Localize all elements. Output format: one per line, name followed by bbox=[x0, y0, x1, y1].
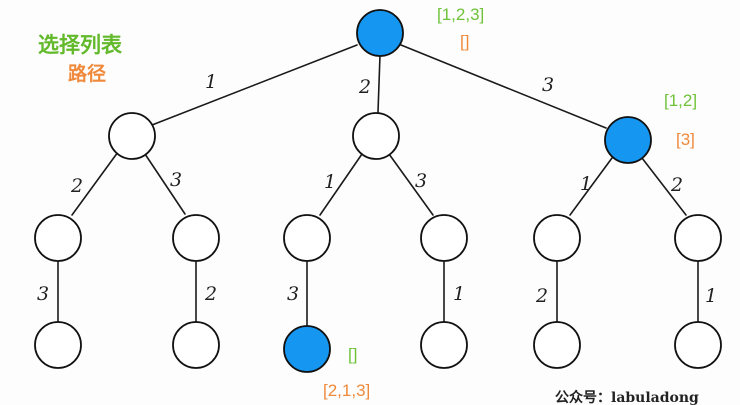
edge-label-ba-baa: 3 bbox=[287, 283, 299, 305]
edge-b-ba bbox=[319, 153, 363, 216]
legend-choice-list: 选择列表 bbox=[38, 33, 123, 57]
node-c-choice-list: [1,2] bbox=[664, 91, 697, 110]
node-aba bbox=[172, 321, 220, 369]
legend-path: 路径 bbox=[68, 62, 106, 85]
edge-c-ca bbox=[569, 157, 613, 216]
node-root bbox=[356, 9, 404, 57]
node-cba bbox=[674, 321, 722, 369]
node-b bbox=[352, 112, 400, 160]
edge-label-c-ca: 1 bbox=[580, 173, 592, 195]
node-ba bbox=[283, 214, 331, 262]
root-path: [] bbox=[460, 32, 469, 51]
node-aaa bbox=[34, 321, 82, 369]
root-choice-list: [1,2,3] bbox=[437, 5, 484, 24]
edge-root-a bbox=[151, 44, 358, 126]
node-bba bbox=[420, 321, 468, 369]
edge-label-c-cb: 2 bbox=[670, 174, 683, 196]
edge-label-aa-aaa: 3 bbox=[37, 283, 49, 305]
edge-label-cb-cba: 1 bbox=[705, 285, 717, 307]
leaf-path: [2,1,3] bbox=[323, 381, 370, 400]
edge-label-root-c: 3 bbox=[542, 74, 554, 96]
node-aa bbox=[34, 214, 82, 262]
node-c-path: [3] bbox=[676, 130, 695, 149]
edge-label-a-aa: 2 bbox=[70, 175, 83, 197]
edge-root-b bbox=[377, 54, 381, 113]
edge-label-ca-caa: 2 bbox=[535, 285, 548, 307]
watermark: 公众号：labuladong bbox=[555, 389, 699, 405]
node-c bbox=[604, 116, 652, 164]
edge-a-ab bbox=[144, 153, 186, 215]
leaf-choice-list: [] bbox=[348, 345, 357, 364]
node-cb bbox=[674, 214, 722, 262]
node-ca bbox=[533, 214, 581, 262]
edge-label-root-a: 1 bbox=[205, 71, 217, 93]
node-baa bbox=[283, 325, 331, 373]
edge-b-bb bbox=[388, 153, 434, 216]
edge-c-cb bbox=[641, 157, 687, 216]
edge-label-b-bb: 3 bbox=[415, 170, 427, 192]
node-ab bbox=[172, 214, 220, 262]
node-caa bbox=[533, 321, 581, 369]
node-bb bbox=[420, 214, 468, 262]
node-a bbox=[108, 112, 156, 160]
edge-label-a-ab: 3 bbox=[170, 169, 182, 191]
edge-a-aa bbox=[71, 151, 119, 216]
edge-label-b-ba: 1 bbox=[324, 171, 336, 193]
edge-label-bb-bba: 1 bbox=[453, 283, 465, 305]
edge-label-ab-aba: 2 bbox=[204, 283, 217, 305]
edge-root-c bbox=[400, 44, 607, 129]
edge-label-root-b: 2 bbox=[358, 76, 371, 98]
